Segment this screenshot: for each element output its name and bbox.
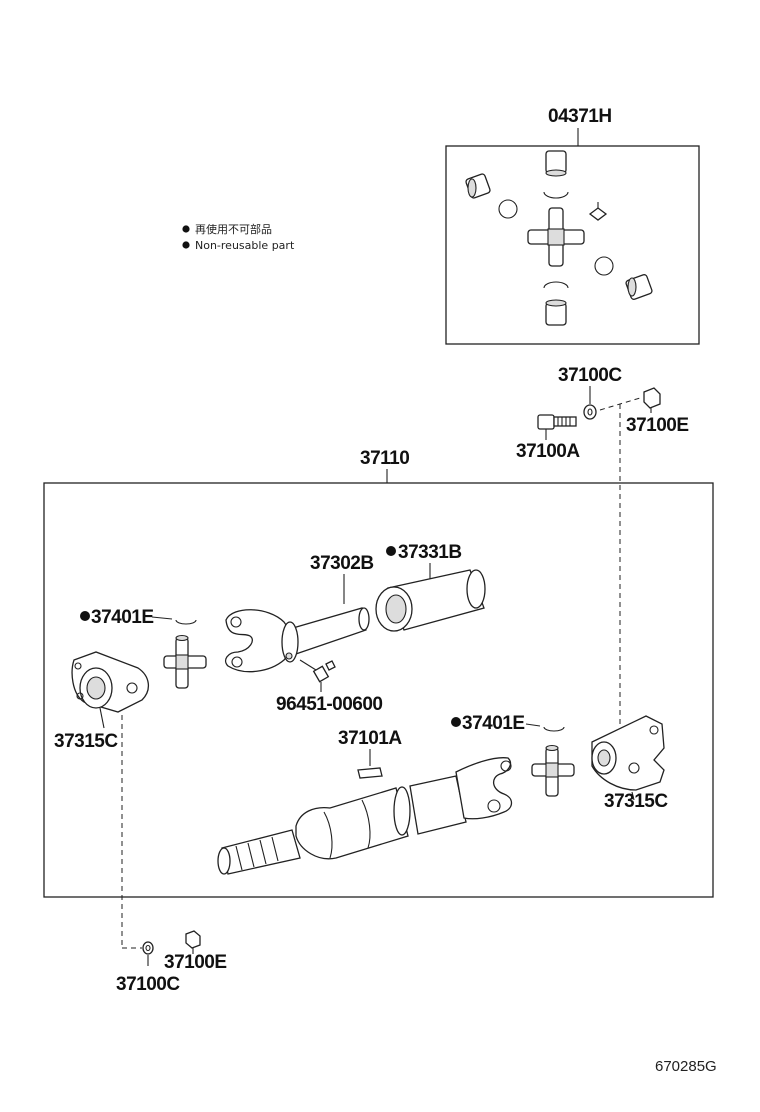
part-label-96451-00600[interactable]: 96451-00600 — [276, 694, 383, 715]
bearing-cup-icon — [625, 274, 653, 300]
bearing-cup-icon — [465, 173, 491, 199]
part-label-37315C-right[interactable]: 37315C — [604, 791, 669, 812]
snap-ring-icon — [543, 726, 565, 732]
legend: 再使用不可部品 Non-reusable part — [182, 222, 295, 252]
nut-icon — [185, 930, 201, 949]
part-label-37100A[interactable]: 37100A — [516, 441, 581, 462]
grease-fitting-icon — [299, 659, 336, 692]
part-label-37302B[interactable]: 37302B — [310, 553, 374, 574]
non-reusable-bullet-icon — [386, 546, 396, 556]
diagram-code: 670285G — [655, 1058, 717, 1075]
part-label-37100E-top[interactable]: 37100E — [626, 415, 689, 436]
washer-icon — [142, 941, 154, 955]
dust-boot-icon — [375, 569, 486, 632]
rear-shaft-group: 37101A — [217, 728, 513, 875]
spider-cross-icon — [531, 744, 575, 797]
non-reusable-bullet-icon — [182, 241, 190, 249]
part-label-37100E-bottom[interactable]: 37100E — [164, 952, 227, 973]
spider-cross-icon — [527, 207, 585, 267]
part-label-37101A[interactable]: 37101A — [338, 728, 403, 749]
slip-yoke-icon — [455, 757, 513, 820]
spider-kit-group: 04371H — [445, 106, 700, 345]
spider-cross-icon — [163, 634, 207, 689]
propeller-shaft-assembly-box — [43, 482, 714, 898]
snap-ring-icon — [498, 199, 518, 219]
legend-text-jp: 再使用不可部品 — [195, 222, 272, 236]
spider-kit-box — [445, 145, 700, 345]
non-reusable-bullet-icon — [80, 611, 90, 621]
bottom-hardware-group: 37100C 37100E — [116, 930, 227, 995]
non-reusable-bullet-icon — [451, 717, 461, 727]
snap-ring-icon — [543, 191, 569, 199]
snap-ring-icon — [594, 256, 614, 276]
nut-icon — [643, 387, 661, 409]
left-joint-group: 37401E 37315C — [54, 607, 207, 949]
washer-icon — [583, 404, 597, 420]
part-label-37401E-left[interactable]: 37401E — [91, 607, 154, 628]
part-label-37315C-left[interactable]: 37315C — [54, 731, 119, 752]
bolt-icon — [537, 414, 577, 430]
upper-hardware-group: 37100C 37100A 37100E — [516, 365, 689, 730]
part-label-37100C-top[interactable]: 37100C — [558, 365, 623, 386]
shaft-boot-icon — [295, 787, 409, 860]
non-reusable-bullet-icon — [182, 225, 190, 233]
grease-nipple-icon — [588, 202, 608, 221]
right-joint-group: 37401E 37315C — [451, 713, 669, 812]
spline-shaft-icon — [221, 829, 301, 875]
front-shaft-group: 37302B 37331B 96451-00600 — [224, 542, 486, 715]
legend-text-en: Non-reusable part — [195, 239, 295, 252]
part-label-37401E-right[interactable]: 37401E — [462, 713, 525, 734]
part-label-37100C-bottom[interactable]: 37100C — [116, 974, 181, 995]
snap-ring-icon — [543, 281, 569, 289]
part-label-37110[interactable]: 37110 — [360, 448, 410, 469]
snap-ring-icon — [175, 619, 197, 625]
part-label-04371H[interactable]: 04371H — [548, 106, 612, 127]
shaft-tube-icon — [409, 775, 467, 835]
spline-key-icon — [357, 767, 383, 779]
slip-yoke-icon — [224, 609, 291, 673]
bearing-cup-icon — [545, 299, 567, 326]
part-label-37331B[interactable]: 37331B — [398, 542, 462, 563]
bearing-cup-icon — [545, 150, 567, 177]
